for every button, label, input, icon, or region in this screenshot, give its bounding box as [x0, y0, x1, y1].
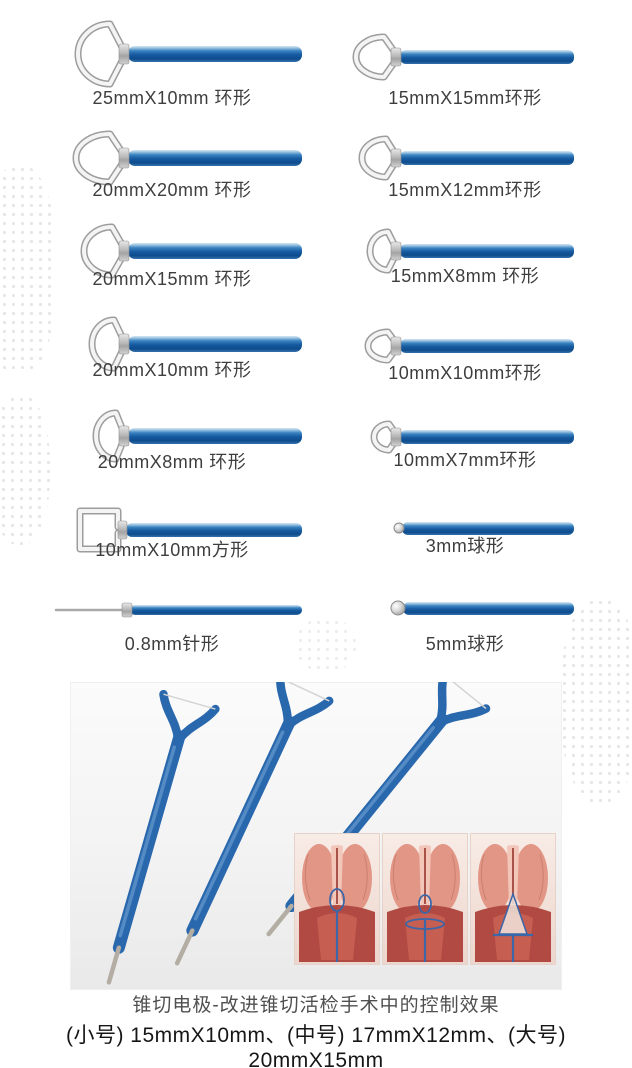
electrode-item-10x7-loop: 10mmX7mm环形	[352, 399, 578, 472]
loop-electrode-drawing	[364, 328, 574, 364]
cone-electrode-caption: 锥切电极-改进锥切活检手术中的控制效果	[132, 995, 500, 1016]
conization-electrode-2	[174, 682, 334, 966]
electrode-item-15x15-loop: 15mmX15mm环形	[352, 19, 578, 110]
electrode-item-10x10-loop: 10mmX10mm环形	[352, 308, 578, 385]
electrode-item-20x8-loop: 20mmX8mm 环形	[38, 398, 306, 474]
electrode-item-20x15-loop: 20mmX15mm 环形	[38, 213, 306, 291]
loop-electrode-drawing	[366, 228, 574, 274]
loop-electrode-drawing	[358, 135, 574, 181]
cone-electrode-sizes: (小号) 15mmX10mm、(中号) 17mmX12mm、(大号) 20mmX…	[65, 1024, 567, 1068]
dot-pattern-decoration	[560, 598, 632, 803]
electrode-label: 0.8mm针形	[124, 634, 220, 654]
needle-electrode-drawing	[54, 602, 302, 618]
electrode-item-20x10-loop: 20mmX10mm 环形	[38, 306, 306, 382]
dot-pattern-decoration	[0, 395, 50, 545]
loop-electrode-drawing	[92, 409, 302, 463]
dot-pattern-decoration	[0, 165, 57, 375]
electrode-label: 10mmX10mm环形	[388, 363, 542, 383]
square-electrode-drawing	[76, 507, 302, 553]
electrode-label: 25mmX10mm 环形	[92, 88, 252, 108]
electrode-label: 15mmX12mm环形	[388, 180, 542, 200]
electrode-label: 10mmX7mm环形	[393, 450, 537, 470]
electrode-item-15x12-loop: 15mmX12mm环形	[352, 120, 578, 202]
electrode-label: 5mm球形	[425, 634, 505, 654]
electrode-item-10x10-square: 10mmX10mm方形	[38, 492, 306, 562]
electrode-label: 15mmX15mm环形	[388, 88, 542, 108]
procedure-image-2	[383, 834, 467, 964]
product-photo	[70, 682, 562, 990]
ball-electrode-drawing	[393, 522, 574, 535]
electrode-item-3mm-ball: 3mm球形	[352, 490, 578, 558]
electrode-label: 20mmX15mm 环形	[92, 269, 252, 289]
electrode-item-5mm-ball: 5mm球形	[352, 570, 578, 656]
conization-electrode-1	[106, 689, 220, 985]
electrode-item-20x20-loop: 20mmX20mm 环形	[38, 120, 306, 202]
loop-electrode-drawing	[72, 130, 302, 186]
ball-electrode-drawing	[390, 600, 574, 616]
loop-electrode-drawing	[370, 420, 574, 454]
loop-electrode-drawing	[88, 316, 302, 372]
loop-electrode-drawing	[74, 20, 302, 88]
loop-electrode-drawing	[80, 223, 302, 279]
electrode-label: 20mmX8mm 环形	[97, 452, 247, 472]
electrode-label: 20mmX10mm 环形	[92, 360, 252, 380]
loop-electrode-drawing	[352, 33, 574, 81]
procedure-image-1	[295, 834, 379, 964]
electrode-item-15x8-loop: 15mmX8mm 环形	[352, 213, 578, 288]
electrode-item-25x10-loop: 25mmX10mm 环形	[38, 16, 306, 110]
electrode-item-needle: 0.8mm针形	[38, 572, 306, 656]
electrode-label: 15mmX8mm 环形	[390, 266, 540, 286]
electrode-label: 20mmX20mm 环形	[92, 180, 252, 200]
electrode-label: 10mmX10mm方形	[95, 540, 249, 560]
electrode-label: 3mm球形	[425, 536, 505, 556]
dot-pattern-decoration	[296, 618, 356, 672]
procedure-image-3	[471, 834, 555, 964]
